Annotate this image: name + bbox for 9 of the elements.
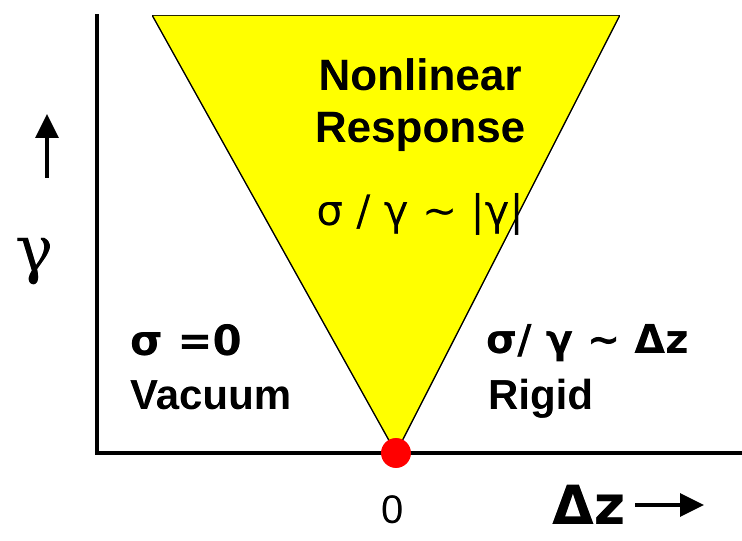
region-title: Nonlinear Response (314, 50, 526, 154)
region-label: σ =0 (130, 318, 242, 364)
tick-label: 0 (381, 488, 404, 532)
region-label: σ/ γ ~ Δz (486, 318, 689, 362)
region-label: Rigid (488, 372, 593, 418)
region-label: Vacuum (130, 372, 292, 418)
axis-label: γ (15, 215, 54, 286)
axis-label: Δz (552, 476, 626, 536)
region-formula: σ / γ ~ |γ| (315, 185, 525, 237)
